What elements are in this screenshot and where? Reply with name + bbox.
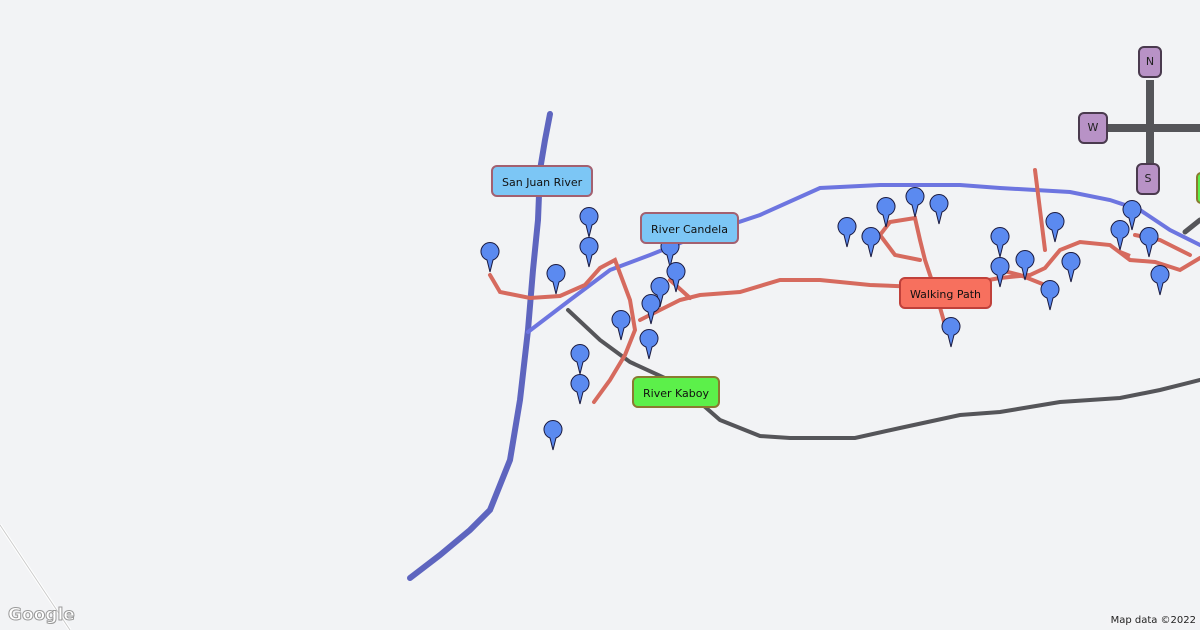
map-marker-pin[interactable] bbox=[650, 277, 670, 308]
map-marker-pin[interactable] bbox=[1139, 227, 1159, 258]
map-marker-pin[interactable] bbox=[641, 294, 661, 325]
map-marker-pin[interactable] bbox=[1061, 252, 1081, 283]
map-marker-pin[interactable] bbox=[1150, 265, 1170, 296]
map-marker-pin[interactable] bbox=[480, 242, 500, 273]
map-marker-pin[interactable] bbox=[639, 329, 659, 360]
map-marker-pin[interactable] bbox=[1045, 212, 1065, 243]
label-offscreen[interactable] bbox=[1196, 172, 1200, 204]
map-marker-pin[interactable] bbox=[611, 310, 631, 341]
label-river-kaboy[interactable]: River Kaboy bbox=[632, 376, 720, 408]
walking-path-lines[interactable] bbox=[488, 168, 1200, 404]
map-marker-pin[interactable] bbox=[546, 264, 566, 295]
map-marker-pin[interactable] bbox=[990, 227, 1010, 258]
map-attribution[interactable]: Map data ©2022 bbox=[1106, 615, 1200, 626]
map-marker-pin[interactable] bbox=[666, 262, 686, 293]
map-marker-pin[interactable] bbox=[1110, 220, 1130, 251]
google-logo: Google bbox=[8, 605, 76, 626]
map-marker-pin[interactable] bbox=[876, 197, 896, 228]
map-marker-pin[interactable] bbox=[1015, 250, 1035, 281]
marker-layer bbox=[480, 187, 1170, 451]
road-background-edge bbox=[0, 524, 71, 630]
label-san-juan-river[interactable]: San Juan River bbox=[491, 165, 594, 197]
compass-north[interactable]: N bbox=[1138, 46, 1162, 78]
map-marker-pin[interactable] bbox=[1040, 280, 1060, 311]
compass-west[interactable]: W bbox=[1078, 112, 1108, 144]
river-candela-line[interactable] bbox=[526, 183, 1200, 334]
map-marker-pin[interactable] bbox=[929, 194, 949, 225]
map-marker-pin[interactable] bbox=[905, 187, 925, 218]
map-marker-pin[interactable] bbox=[543, 420, 563, 451]
label-walking-path[interactable]: Walking Path bbox=[899, 277, 993, 309]
map-marker-pin[interactable] bbox=[941, 317, 961, 348]
map-marker-pin[interactable] bbox=[570, 344, 590, 375]
map-marker-pin[interactable] bbox=[579, 237, 599, 268]
map-marker-pin[interactable] bbox=[990, 257, 1010, 288]
map-marker-pin[interactable] bbox=[861, 227, 881, 258]
map-marker-pin[interactable] bbox=[837, 217, 857, 248]
river-kaboy-line[interactable] bbox=[566, 308, 1200, 440]
map-marker-pin[interactable] bbox=[570, 374, 590, 405]
map-marker-pin[interactable] bbox=[579, 207, 599, 238]
road-segment bbox=[1182, 217, 1200, 235]
compass-south[interactable]: S bbox=[1136, 163, 1160, 195]
label-river-candela[interactable]: River Candela bbox=[640, 212, 739, 244]
map-marker-pin[interactable] bbox=[1122, 200, 1142, 231]
